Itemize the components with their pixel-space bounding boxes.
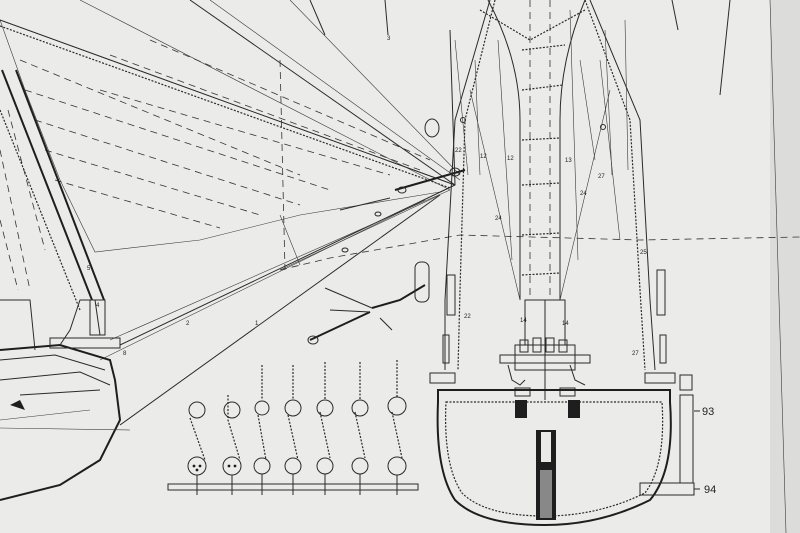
label-22b: 22 — [455, 148, 462, 154]
label-93: 93 — [702, 406, 714, 418]
deck-fittings — [429, 299, 693, 400]
mast — [0, 69, 105, 311]
hull-bow — [0, 299, 131, 501]
label-94: 94 — [704, 484, 716, 496]
pump-pipe — [639, 394, 700, 496]
label-24a: 24 — [495, 216, 502, 222]
label-14a: 14 — [520, 318, 527, 324]
label-25: 25 — [640, 250, 647, 256]
boom-detail — [307, 261, 430, 345]
label-1: 1 — [255, 321, 259, 327]
label-4: 4 — [96, 303, 100, 309]
label-2: 2 — [186, 321, 190, 327]
label-12a: 12 — [480, 154, 487, 160]
mast-section — [479, 0, 586, 300]
label-13: 13 — [565, 158, 572, 164]
hull-cross-section — [436, 389, 672, 527]
label-27b: 27 — [632, 351, 639, 357]
pin-group — [187, 401, 207, 495]
label-22a: 22 — [464, 314, 471, 320]
label-14b: 14 — [562, 321, 569, 327]
shrouds — [442, 0, 667, 371]
label-8: 8 — [123, 351, 127, 357]
label-27a: 27 — [598, 174, 605, 180]
ring-fitting — [424, 118, 440, 138]
callout-arrows — [309, 0, 731, 96]
label-3: 3 — [387, 36, 391, 42]
label-24b: 24 — [580, 191, 587, 197]
running-rigging — [79, 0, 800, 426]
belaying-pin-rail — [167, 360, 419, 495]
label-12b: 12 — [507, 156, 514, 162]
label-5: 5 — [87, 266, 91, 272]
